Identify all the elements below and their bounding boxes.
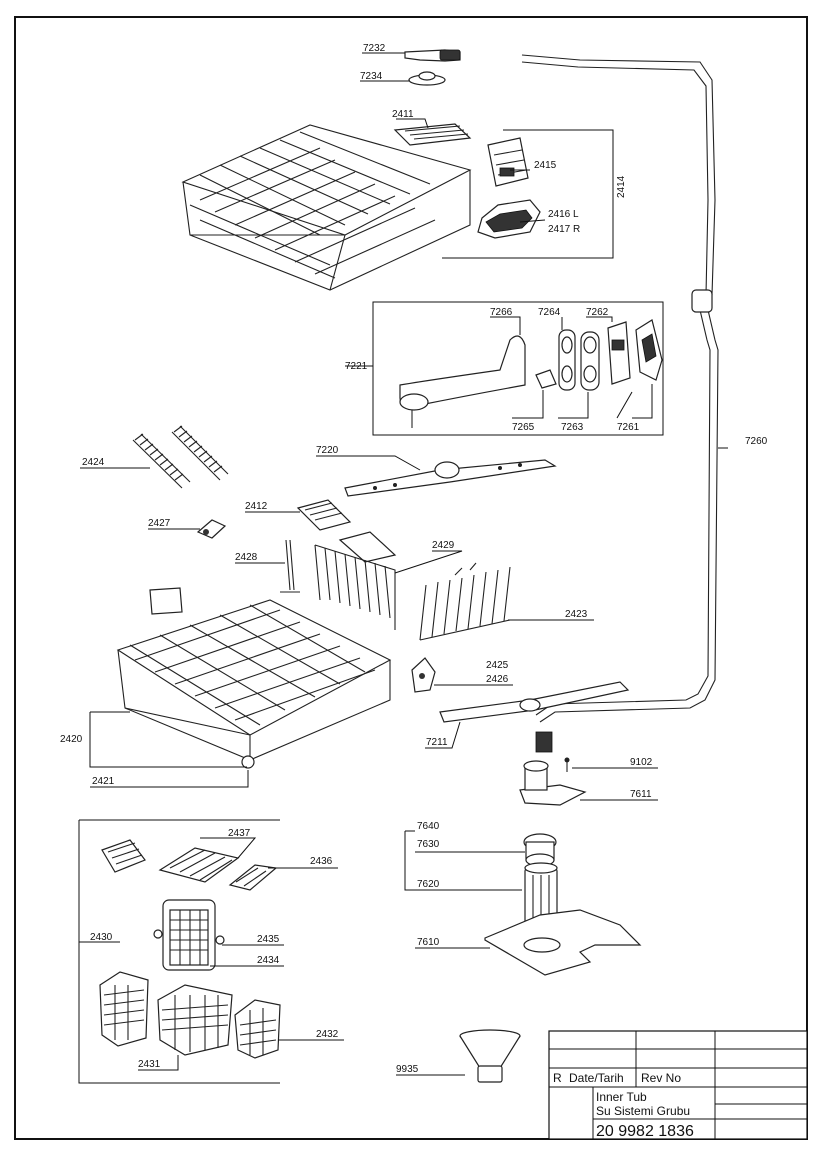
part-7630-filter-cap (523, 833, 557, 867)
label-7261: 7261 (617, 422, 640, 433)
part-9102-screw (564, 757, 570, 772)
label-7262: 7262 (586, 307, 609, 318)
label-2435: 2435 (257, 934, 280, 945)
label-2428: 2428 (235, 552, 258, 563)
label-7221: 7221 (345, 361, 368, 372)
label-2431: 2431 (138, 1059, 161, 1070)
label-2436: 2436 (310, 856, 333, 867)
label-2412: 2412 (245, 501, 268, 512)
lower-basket-drawing (116, 587, 392, 769)
label-7266: 7266 (490, 307, 513, 318)
label-2421: 2421 (92, 776, 115, 787)
part-labels: 7232 7234 2411 2415 2414 2416 L 2417 R 7… (60, 43, 768, 1075)
drawing-border (14, 16, 808, 1140)
label-2426: 2426 (486, 674, 509, 685)
label-2432: 2432 (316, 1029, 339, 1040)
part-2428-shaft (280, 539, 300, 593)
part-7266-spray-arm-tube (399, 335, 526, 428)
title-block: R Date/Tarih Rev No Inner Tub Su Sistemi… (548, 1030, 808, 1140)
label-7630: 7630 (417, 839, 440, 850)
drawing-number: 20 9982 1836 (596, 1123, 694, 1140)
label-2424: 2424 (82, 457, 105, 468)
label-7640: 7640 (417, 821, 440, 832)
part-2437-cutlery-grid (101, 839, 278, 891)
title-block-rev: Rev No (641, 1071, 681, 1085)
part-2412-cup-shelf (296, 499, 352, 531)
part-7260-water-pipe (521, 54, 719, 753)
label-7611: 7611 (630, 789, 652, 800)
part-2415-side-clip (487, 137, 529, 187)
upper-basket-drawing (181, 124, 472, 291)
part-9935-funnel (459, 1029, 521, 1083)
title-line-1: Inner Tub (596, 1090, 647, 1104)
label-7260: 7260 (745, 436, 768, 447)
part-2427-clip (196, 519, 227, 539)
part-7610-flat-filter (484, 909, 642, 976)
part-7265-clip (535, 369, 557, 389)
label-7220: 7220 (316, 445, 339, 456)
label-2417-r: 2417 R (548, 224, 580, 235)
part-2423-tine-rack (419, 562, 511, 641)
label-7232: 7232 (363, 43, 386, 54)
part-7611-pump-housing (519, 760, 587, 806)
title-block-date: Date/Tarih (569, 1071, 624, 1085)
part-2434-cutlery-lid (153, 899, 225, 971)
label-9935: 9935 (396, 1064, 419, 1075)
part-7220-upper-spray-arm (344, 459, 557, 497)
title-block-r: R (553, 1071, 562, 1085)
part-2425-clip (411, 657, 436, 693)
part-7261-holder (635, 319, 663, 381)
label-7234: 7234 (360, 71, 383, 82)
part-2424-tine-rows (132, 425, 229, 489)
part-7234-nozzle (408, 71, 446, 86)
label-2414: 2414 (616, 175, 627, 198)
label-7265: 7265 (512, 422, 535, 433)
title-line-2: Su Sistemi Grubu (596, 1104, 690, 1118)
part-2431-cutlery-baskets (99, 971, 281, 1059)
label-2423: 2423 (565, 609, 588, 620)
label-2425: 2425 (486, 660, 509, 671)
part-7211-lower-spray-arm (439, 681, 630, 723)
part-2429-folding-tines (314, 531, 397, 630)
label-2416-l: 2416 L (548, 209, 579, 220)
label-2420: 2420 (60, 734, 83, 745)
part-2416-adjuster (477, 199, 541, 239)
label-9102: 9102 (630, 757, 653, 768)
part-2411-rack-insert (393, 123, 472, 146)
label-2434: 2434 (257, 955, 280, 966)
label-7620: 7620 (417, 879, 440, 890)
part-7263-gasket (580, 331, 600, 391)
label-2429: 2429 (432, 540, 455, 551)
part-7232-clip (404, 49, 461, 62)
leader-lines (78, 52, 728, 1084)
label-2411: 2411 (392, 109, 414, 120)
label-7263: 7263 (561, 422, 584, 433)
label-2430: 2430 (90, 932, 113, 943)
label-2427: 2427 (148, 518, 171, 529)
label-2437: 2437 (228, 828, 251, 839)
label-7610: 7610 (417, 937, 440, 948)
part-7264-gasket (558, 329, 576, 391)
label-7264: 7264 (538, 307, 561, 318)
part-7262-connector (607, 321, 631, 385)
label-2415: 2415 (534, 160, 557, 171)
label-7211: 7211 (426, 737, 448, 748)
